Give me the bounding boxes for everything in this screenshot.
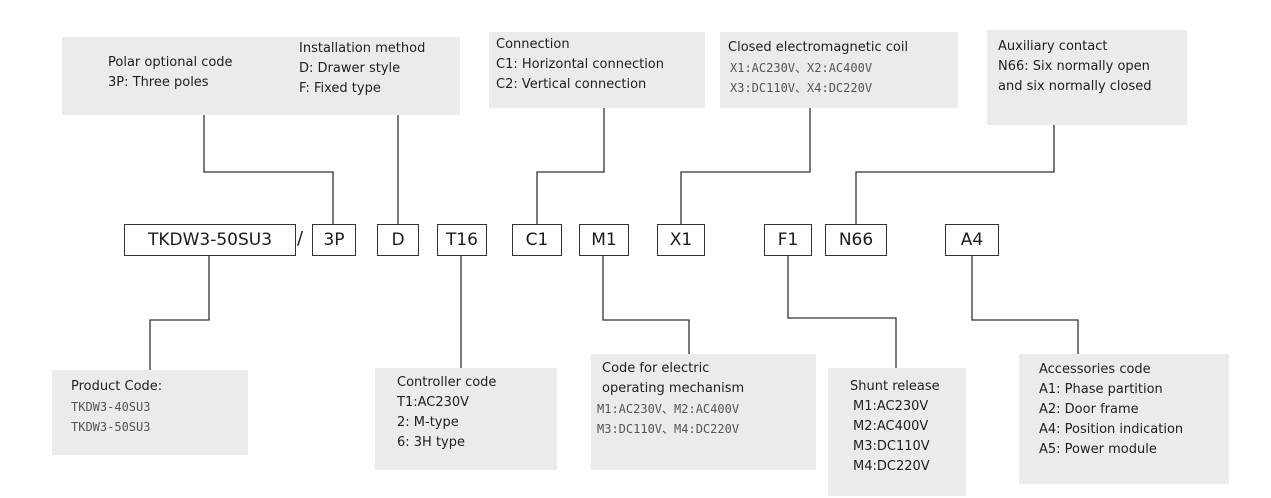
note-text: A1: Phase partition xyxy=(1039,382,1163,397)
note-polar-code: Polar optional code 3P: Three poles xyxy=(62,37,292,115)
note-operating-mechanism: Code for electric operating mechanism M1… xyxy=(591,354,816,470)
note-text: M1:AC230V、M2:AC400V xyxy=(597,402,740,416)
note-text: M2:AC400V xyxy=(853,419,929,434)
note-text: M4:DC220V xyxy=(853,459,930,474)
note-text: Installation method xyxy=(299,41,426,56)
note-title: Product Code: xyxy=(71,379,163,394)
code-box-f1: F1 xyxy=(764,224,812,256)
code-box-c1: C1 xyxy=(512,224,562,256)
note-text: Connection xyxy=(496,37,570,52)
note-text: M1:AC230V xyxy=(853,399,929,414)
note-auxiliary-contact: Auxiliary contact N66: Six normally open… xyxy=(987,30,1187,125)
note-text: Polar optional code xyxy=(108,55,233,70)
note-title: Code for electric xyxy=(602,361,710,376)
connector-product xyxy=(149,256,210,370)
connector-polar xyxy=(203,115,334,232)
connector-coil xyxy=(680,108,811,232)
note-text: X1:AC230V、X2:AC400V xyxy=(730,61,873,75)
note-text: TKDW3-50SU3 xyxy=(71,420,151,434)
note-closed-coil: Closed electromagnetic coil X1:AC230V、X2… xyxy=(720,32,958,108)
note-text: A4: Position indication xyxy=(1039,422,1184,437)
note-text: A5: Power module xyxy=(1039,442,1157,457)
note-text: C2: Vertical connection xyxy=(496,77,647,92)
note-text: 2: M-type xyxy=(397,415,459,430)
code-box-a4: A4 xyxy=(945,224,999,256)
note-text: N66: Six normally open xyxy=(998,59,1150,74)
note-text: A2: Door frame xyxy=(1039,402,1139,417)
note-installation-method: Installation method D: Drawer style F: F… xyxy=(292,37,460,115)
note-text: Auxiliary contact xyxy=(998,39,1108,54)
note-text: and six normally closed xyxy=(998,79,1152,94)
code-box-t16: T16 xyxy=(437,224,487,256)
note-text: Controller code xyxy=(397,375,497,390)
connector-connection xyxy=(536,108,605,232)
code-separator: / xyxy=(297,228,304,249)
note-text: C1: Horizontal connection xyxy=(496,57,664,72)
connector-auxiliary xyxy=(855,125,1055,232)
note-text: M3:DC110V、M4:DC220V xyxy=(597,422,740,436)
note-text: X3:DC110V、X4:DC220V xyxy=(730,81,873,95)
code-box-d: D xyxy=(377,224,419,256)
note-text: Accessories code xyxy=(1039,362,1151,377)
note-text: TKDW3-40SU3 xyxy=(71,400,151,414)
note-accessories-code: Accessories code A1: Phase partition A2:… xyxy=(1019,354,1229,484)
note-text: T1:AC230V xyxy=(397,395,470,410)
connector-operating xyxy=(602,256,690,354)
note-shunt-release: Shunt release M1:AC230V M2:AC400V M3:DC1… xyxy=(828,368,966,496)
note-text: Shunt release xyxy=(850,379,940,394)
code-box-3p: 3P xyxy=(312,224,356,256)
note-text: M3:DC110V xyxy=(853,439,930,454)
note-title: Closed electromagnetic coil xyxy=(728,40,909,55)
note-text: D: Drawer style xyxy=(299,61,401,76)
code-box-x1: X1 xyxy=(657,224,705,256)
connector-shunt xyxy=(787,256,897,368)
note-text: F: Fixed type xyxy=(299,81,381,96)
connector-accessories xyxy=(971,256,1079,354)
code-box-model: TKDW3-50SU3 xyxy=(124,224,296,256)
note-controller-code: Controller code T1:AC230V 2: M-type 6: 3… xyxy=(375,368,557,470)
note-title: operating mechanism xyxy=(602,381,745,396)
note-text: 6: 3H type xyxy=(397,435,466,450)
code-box-m1: M1 xyxy=(579,224,629,256)
note-text: 3P: Three poles xyxy=(108,75,209,90)
code-box-n66: N66 xyxy=(825,224,887,256)
note-product-code: Product Code: TKDW3-40SU3 TKDW3-50SU3 xyxy=(52,370,248,455)
note-connection: Connection C1: Horizontal connection C2:… xyxy=(489,32,705,108)
